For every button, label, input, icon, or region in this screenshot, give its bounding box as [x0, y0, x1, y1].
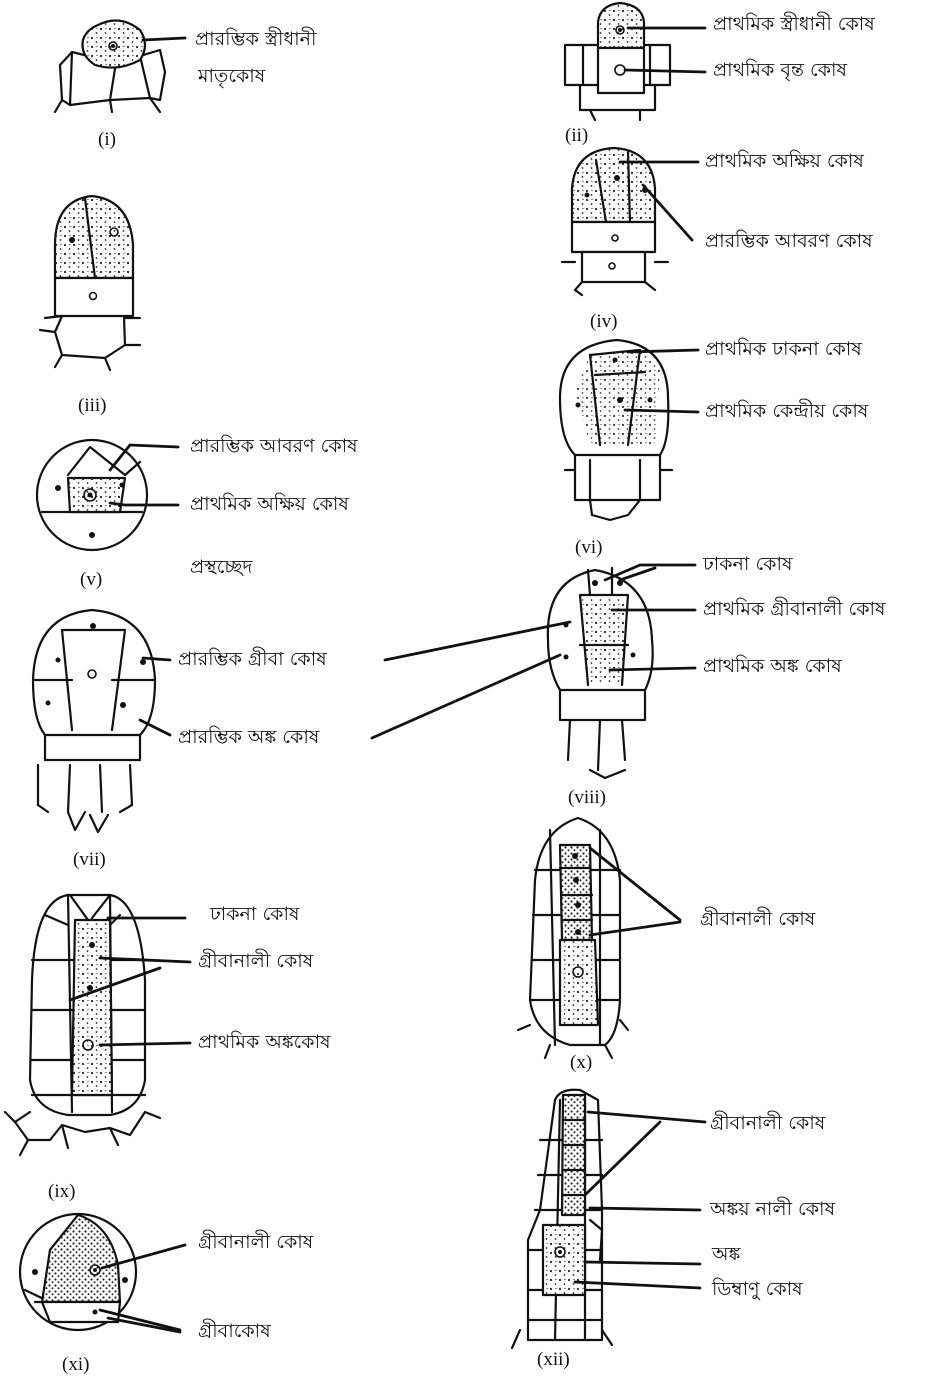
figure-v-drawing	[37, 440, 178, 550]
label-vi-a: প্রাথমিক ঢাকনা কোষ	[705, 340, 862, 359]
figure-ii-drawing	[565, 3, 705, 120]
figure-number: (xi)	[62, 1355, 89, 1374]
figure-number: (xii)	[537, 1350, 570, 1369]
figure-viii-drawing	[372, 565, 695, 778]
label-viii-a: ঢাকনা কোষ	[703, 555, 792, 574]
label-ix-c: প্রাথমিক অঙ্ককোষ	[198, 1033, 331, 1052]
figure-number: (vi)	[575, 538, 602, 557]
label-vi-b: প্রাথমিক কেন্দ্রীয় কোষ	[705, 402, 868, 421]
label-xi-a: গ্রীবানালী কোষ	[198, 1233, 313, 1252]
label-ix-b: গ্রীবানালী কোষ	[198, 952, 313, 971]
figure-xi-drawing	[20, 1214, 185, 1332]
figure-number: (iv)	[590, 312, 617, 331]
figure-xii-drawing	[512, 1090, 705, 1348]
label-v-b: প্রাথমিক অক্ষিয় কোষ	[190, 495, 349, 514]
label-iv-b: প্রারম্ভিক আবরণ কোষ	[705, 232, 873, 251]
figure-vii-drawing	[33, 610, 170, 832]
figure-x-drawing	[518, 818, 680, 1058]
figure-number: (x)	[570, 1053, 592, 1072]
figure-number: (v)	[80, 570, 102, 589]
label-viii-c: প্রাথমিক অঙ্ক কোষ	[703, 657, 842, 676]
label-i-a: প্রারম্ভিক স্ত্রীধানী	[195, 30, 316, 49]
figure-i-drawing	[55, 21, 185, 112]
label-xii-a: গ্রীবানালী কোষ	[710, 1114, 825, 1133]
figure-number: (iii)	[78, 396, 107, 415]
figure-number: (ix)	[48, 1182, 75, 1201]
figure-ix-drawing	[5, 895, 190, 1155]
figure-number: (vii)	[73, 850, 106, 869]
label-xii-d: ডিম্বাণু কোষ	[712, 1280, 803, 1299]
figure-number: (ii)	[565, 126, 588, 145]
label-xii-b: অঙ্কয় নালী কোষ	[710, 1200, 835, 1219]
label-v-a: প্রারম্ভিক আবরণ কোষ	[190, 437, 358, 456]
label-xi-b: গ্রীবাকোষ	[198, 1322, 271, 1341]
label-i-b: মাতৃকোষ	[198, 67, 265, 86]
label-v-c: প্রস্থচ্ছেদ	[190, 558, 252, 577]
label-iv-a: প্রাথমিক অক্ষিয় কোষ	[705, 152, 864, 171]
label-vii-b: প্রারম্ভিক অঙ্ক কোষ	[178, 728, 319, 747]
label-ii-a: প্রাথমিক স্ত্রীধানী কোষ	[713, 15, 875, 34]
label-vii-a: প্রারম্ভিক গ্রীবা কোষ	[178, 650, 327, 669]
figure-number: (viii)	[568, 788, 606, 807]
label-xii-c: অঙ্ক	[712, 1245, 740, 1264]
label-ix-a: ঢাকনা কোষ	[210, 905, 299, 924]
figure-number: (i)	[98, 130, 116, 149]
label-ii-b: প্রাথমিক বৃন্ত কোষ	[713, 61, 847, 80]
figure-vi-drawing	[560, 340, 698, 520]
label-x-a: গ্রীবানালী কোষ	[700, 910, 815, 929]
label-viii-b: প্রাথমিক গ্রীবানালী কোষ	[703, 600, 886, 619]
figure-iv-drawing	[562, 148, 698, 295]
figure-iii-drawing	[40, 196, 140, 370]
